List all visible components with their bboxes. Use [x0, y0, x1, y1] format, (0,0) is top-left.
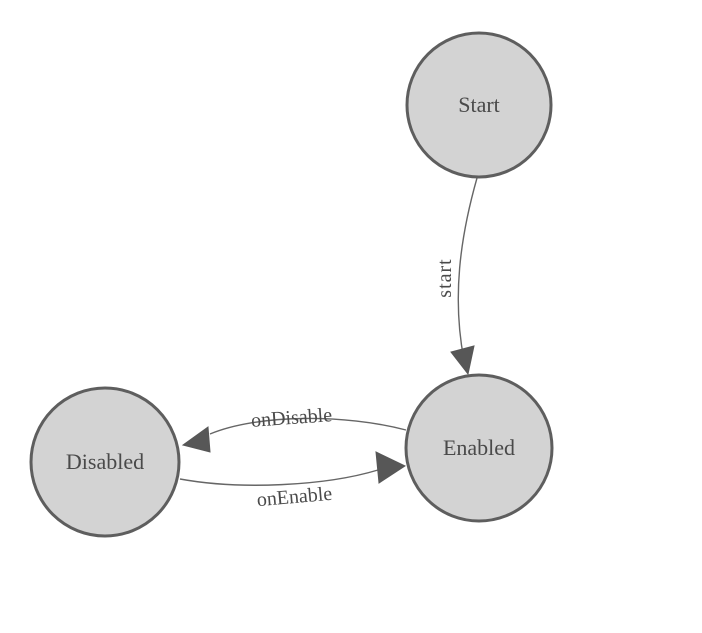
- enabled-node-circle[interactable]: [404, 373, 554, 523]
- disabled-node-circle[interactable]: [29, 386, 181, 538]
- start-node-circle[interactable]: [405, 31, 553, 179]
- arrowhead-enabled-to-disabled: [181, 426, 211, 453]
- edge-start-to-enabled: start: [434, 177, 478, 376]
- edge-line-start-to-enabled: [457, 177, 478, 361]
- edge-label-onenable: onEnable: [256, 483, 333, 512]
- enabled-node-label: Enabled: [443, 435, 515, 460]
- arrowhead-start-to-enabled: [450, 345, 475, 376]
- disabled-node-label: Disabled: [66, 449, 144, 474]
- edge-enabled-to-disabled: onDisable: [181, 404, 407, 453]
- edge-label-ondisable: onDisable: [250, 404, 333, 432]
- arrowhead-disabled-to-enabled: [375, 451, 407, 484]
- start-node-label: Start: [458, 92, 500, 117]
- edge-line-enabled-to-disabled: [209, 417, 407, 435]
- state-node-start[interactable]: Start: [405, 31, 553, 179]
- edge-disabled-to-enabled: onEnable: [179, 451, 407, 512]
- state-node-enabled[interactable]: Enabled: [404, 373, 554, 523]
- edge-label-start: start: [434, 258, 456, 297]
- edge-line-disabled-to-enabled: [179, 469, 379, 486]
- state-node-disabled[interactable]: Disabled: [29, 386, 181, 538]
